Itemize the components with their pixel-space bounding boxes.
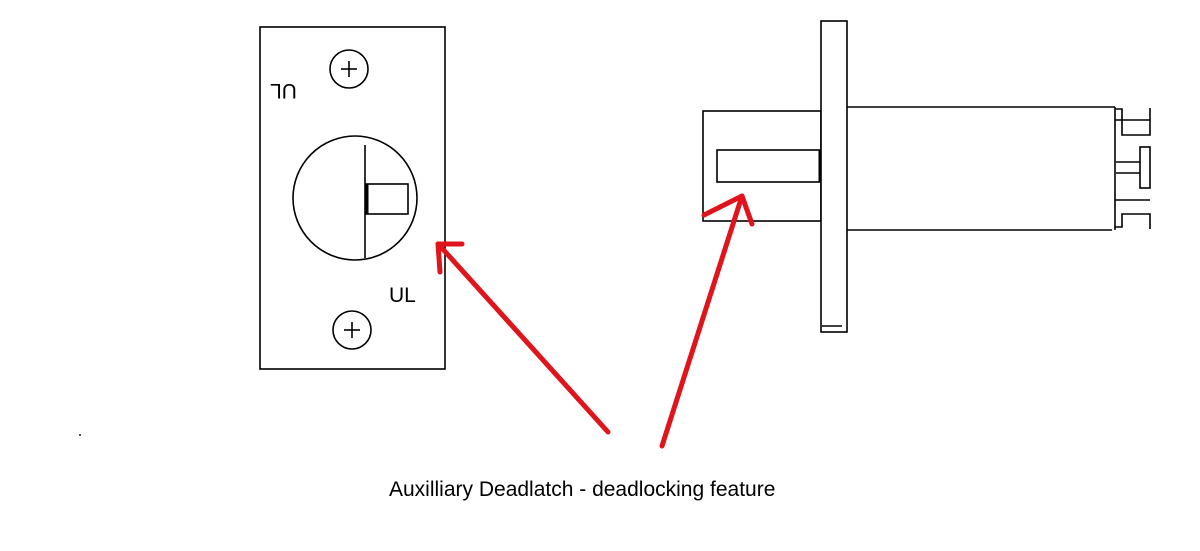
- latch-housing: [847, 106, 1116, 231]
- stray-dot: [79, 434, 81, 436]
- latch-side-view: [702, 20, 1151, 333]
- arrow-to-strike-plate: [435, 241, 611, 435]
- plate-outline: [259, 26, 446, 370]
- strike-plate-label: UL: [389, 284, 416, 307]
- strike-plate-label-inverted: UL: [270, 79, 297, 102]
- screw-hole-bottom: [332, 310, 372, 350]
- tailpiece-connectors: [1115, 108, 1151, 229]
- strike-plate: [259, 26, 446, 370]
- diagram-caption: Auxilliary Deadlatch - deadlocking featu…: [389, 478, 776, 501]
- annotation-arrows: [435, 193, 755, 449]
- screw-hole-top: [329, 49, 369, 89]
- arrow-to-deadlatch-plunger: [659, 193, 755, 449]
- connector-pin-head: [1139, 146, 1151, 189]
- latch-bolt-face: [292, 135, 418, 261]
- faceplate: [820, 20, 848, 333]
- deadlatch-plunger: [716, 149, 821, 183]
- deadlatch-plunger-face: [365, 183, 409, 215]
